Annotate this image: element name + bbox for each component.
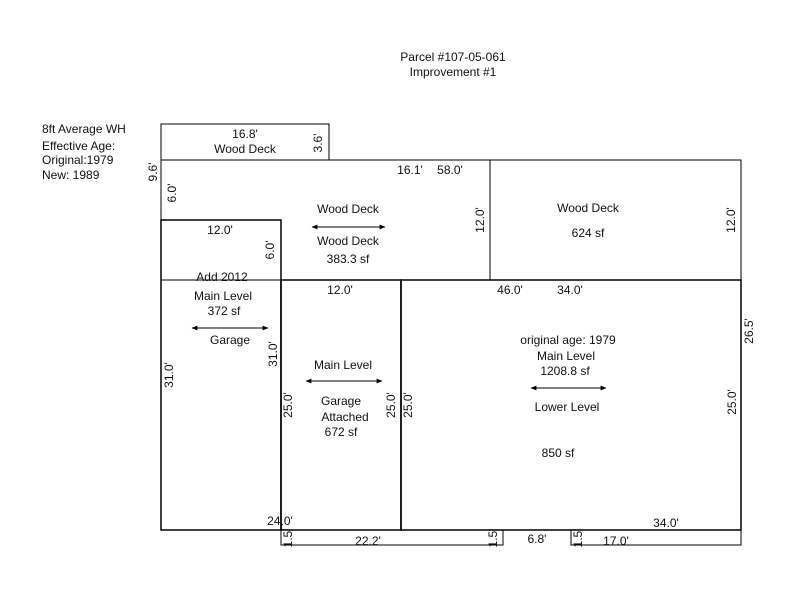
main-area: 1208.8 sf <box>540 364 590 378</box>
dim-1-5-c: 1.5' <box>571 529 585 548</box>
dim-12-0-mid: 12.0' <box>473 207 487 233</box>
improvement-title: Improvement #1 <box>410 65 497 79</box>
top-deck-depth: 3.6' <box>311 134 325 153</box>
addition-line2: Main Level <box>194 289 252 303</box>
main-lower-area: 850 sf <box>542 446 575 460</box>
dim-24-0: 24.0' <box>267 514 293 528</box>
garage-line1: Main Level <box>314 358 372 372</box>
dim-58-0: 58.0' <box>437 163 463 177</box>
dim-46-0: 46.0' <box>497 283 523 297</box>
dim-9-6: 9.6' <box>146 163 160 182</box>
effective-age-label: Effective Age: <box>42 139 115 153</box>
plan-outline <box>160 123 742 546</box>
avg-wall-height-note: 8ft Average WH <box>42 122 126 136</box>
addition-lower: Garage <box>210 333 250 347</box>
parcel-title: Parcel #107-05-061 <box>400 50 506 64</box>
top-deck-width: 16.8' <box>232 127 258 141</box>
addition-area: 372 sf <box>208 304 241 318</box>
main-lower: Lower Level <box>535 400 600 414</box>
dim-6-0-inner: 6.0' <box>263 241 277 260</box>
garage-line2: Garage <box>321 394 361 408</box>
dim-22-2: 22.2' <box>355 534 381 548</box>
addition-line1: Add 2012 <box>196 270 248 284</box>
dim-25-0-main-left: 25.0' <box>401 392 415 418</box>
dim-31-0-inner: 31.0' <box>266 341 280 367</box>
dim-26-5: 26.5' <box>742 318 756 344</box>
deck-mid-area: 383.3 sf <box>327 252 370 266</box>
addition-outline <box>160 219 282 531</box>
deck-mid-label-bottom: Wood Deck <box>317 234 380 248</box>
dim-12-0-garage-top: 12.0' <box>327 283 353 297</box>
top-deck-name: Wood Deck <box>214 142 277 156</box>
dim-25-0-garage-left: 25.0' <box>281 392 295 418</box>
garage-line3: Attached <box>321 410 368 424</box>
dim-16-1: 16.1' <box>397 163 423 177</box>
dim-34-0-bottom: 34.0' <box>653 516 679 530</box>
dim-12-0-right: 12.0' <box>724 207 738 233</box>
dim-1-5-b: 1.5' <box>486 529 500 548</box>
main-line1: original age: 1979 <box>520 333 616 347</box>
dim-25-0-garage-right: 25.0' <box>384 392 398 418</box>
original-year-note: Original:1979 <box>42 153 114 167</box>
top-deck-outline <box>160 123 330 160</box>
dim-25-0-main-right: 25.0' <box>725 389 739 415</box>
deck-right-name: Wood Deck <box>557 201 620 215</box>
new-year-note: New: 1989 <box>42 168 100 182</box>
dim-34-0-top: 34.0' <box>557 283 583 297</box>
dim-6-0-left: 6.0' <box>165 184 179 203</box>
dim-1-5-a: 1.5' <box>281 529 295 548</box>
deck-right-area: 624 sf <box>572 226 605 240</box>
main-line2: Main Level <box>537 349 595 363</box>
deck-mid-label-top: Wood Deck <box>317 202 380 216</box>
dim-6-8: 6.8' <box>528 532 547 546</box>
garage-area: 672 sf <box>325 425 358 439</box>
dim-17-0: 17.0' <box>603 534 629 548</box>
dim-31-0-left: 31.0' <box>162 362 176 388</box>
bottom-step-left <box>280 530 504 546</box>
dim-12-0-add-top: 12.0' <box>207 223 233 237</box>
bottom-step-right <box>570 530 742 546</box>
